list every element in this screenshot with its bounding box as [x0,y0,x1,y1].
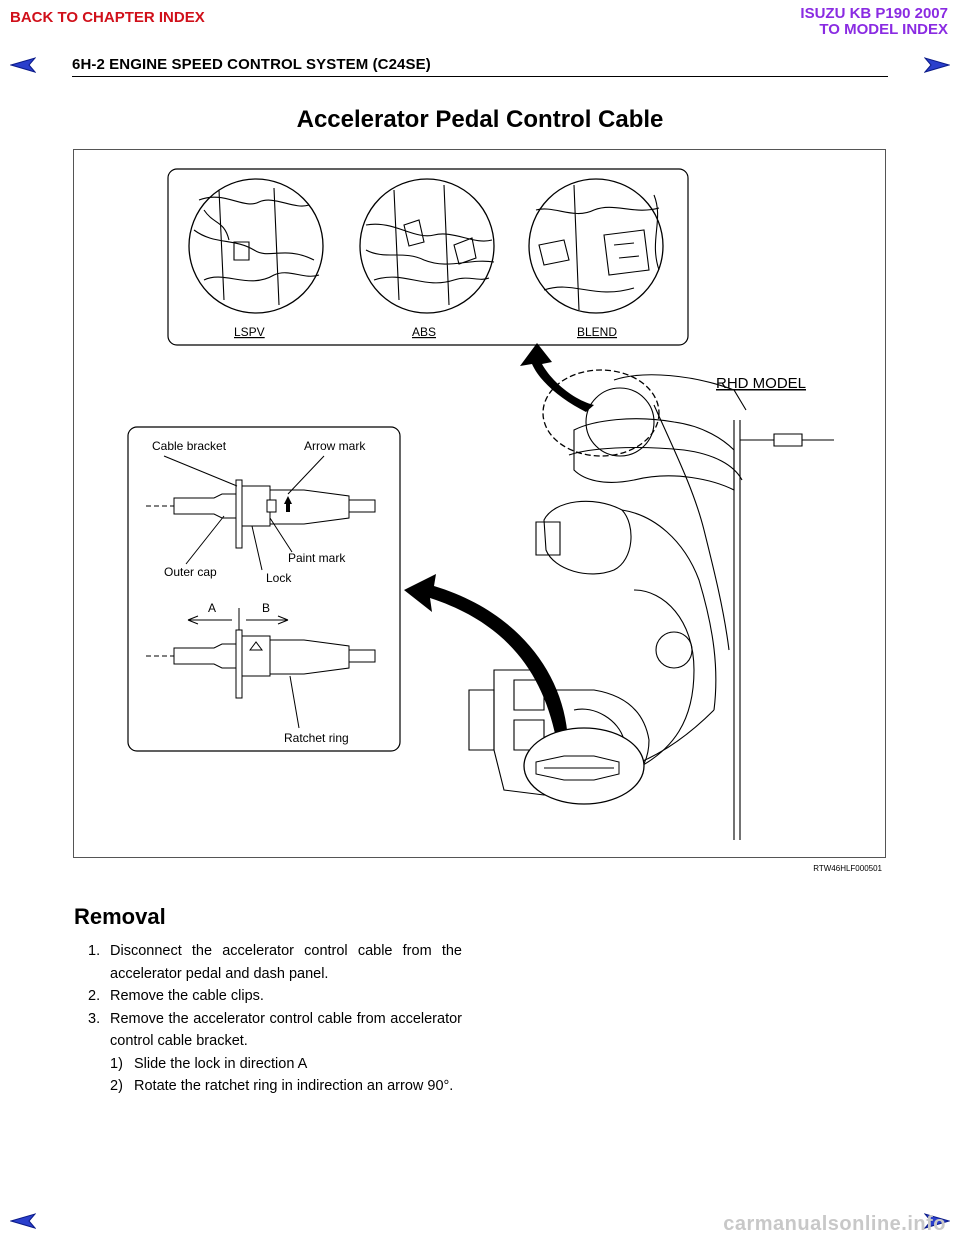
header-divider [72,76,888,77]
model-name-label: ISUZU KB P190 2007 [800,5,948,22]
cable-diagram: LSPV ABS BLEND RHD MODEL Cable bracket A… [73,149,886,858]
list-item: 2. Remove the cable clips. [88,988,264,1004]
lock-label: Lock [266,571,292,585]
highlight-circle-top [542,369,660,457]
next-page-arrow-icon[interactable] [924,56,950,74]
direction-b-label: B [262,601,270,615]
cable-bracket-label: Cable bracket [152,439,227,453]
arrow-mark-label: Arrow mark [304,439,366,453]
direction-a-label: A [208,601,216,615]
ratchet-ring-label: Ratchet ring [284,731,349,745]
lspv-label: LSPV [234,325,265,339]
back-to-chapter-link[interactable]: BACK TO CHAPTER INDEX [10,9,205,26]
figure-code: RTW46HLF000501 [813,864,882,873]
list-item: 3. Remove the accelerator control cable … [88,1010,462,1050]
blend-label: BLEND [577,325,617,339]
prev-page-arrow-icon[interactable] [10,1212,36,1230]
model-index-link[interactable]: ISUZU KB P190 2007 TO MODEL INDEX [800,6,948,38]
list-item: 1. Disconnect the accelerator control ca… [88,943,462,982]
to-model-index-label: TO MODEL INDEX [819,21,948,38]
abs-detail [359,178,495,314]
list-item: 1) Slide the lock in direction A [110,1055,308,1072]
page-title: Accelerator Pedal Control Cable [296,106,664,133]
watermark: carmanualsonline.info [723,1213,946,1235]
outer-cap-label: Outer cap [164,565,217,579]
engine-line-drawing [468,374,834,840]
callout-arrow-up-icon [520,343,594,412]
section-header: 6H-2 ENGINE SPEED CONTROL SYSTEM (C24SE) [72,56,431,73]
removal-steps: 1. Disconnect the accelerator control ca… [88,940,462,1098]
blend-detail [528,178,664,314]
lspv-detail [188,178,324,314]
prev-page-arrow-icon[interactable] [10,56,36,74]
abs-label: ABS [412,325,436,339]
cable-detail-panel: Cable bracket Arrow mark Paint mark Oute… [127,426,401,752]
next-page-arrow-icon[interactable] [924,1212,950,1230]
valve-inset-panel: LSPV ABS BLEND [167,168,689,346]
removal-heading: Removal [74,904,166,929]
callout-arrow-left-icon [404,574,568,740]
highlight-circle-bottom [523,727,645,805]
paint-mark-label: Paint mark [288,551,346,565]
rhd-model-label: RHD MODEL [716,375,806,392]
list-item: 2) Rotate the ratchet ring in indirectio… [110,1078,454,1094]
